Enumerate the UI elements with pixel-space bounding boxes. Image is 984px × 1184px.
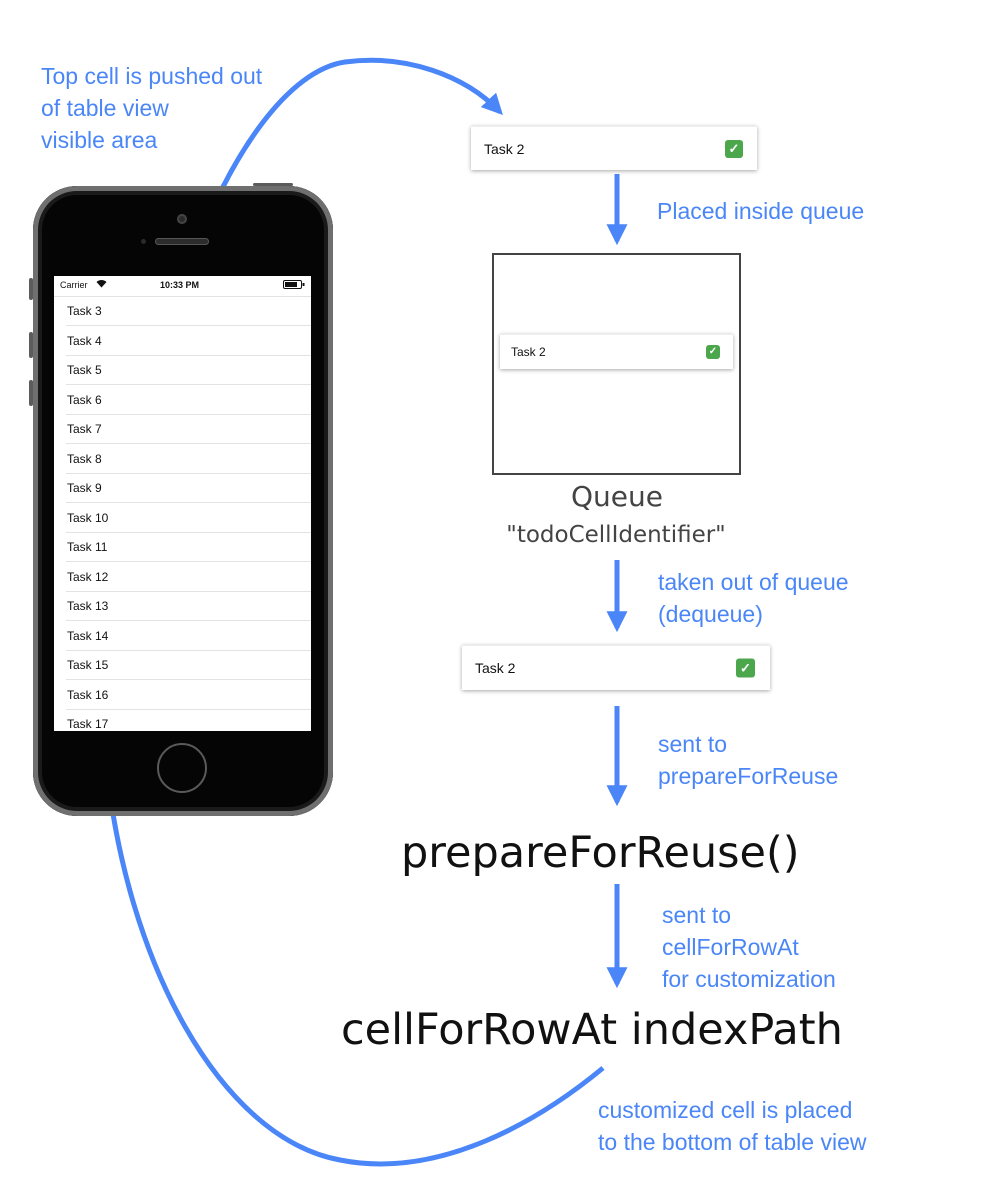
note-placed-inside-queue: Placed inside queue bbox=[657, 198, 865, 224]
speaker-dot bbox=[141, 239, 146, 244]
phone-screen: Carrier 10:33 PM Task 3 Task 4 Task 5 Ta… bbox=[54, 276, 311, 731]
status-carrier: Carrier bbox=[60, 280, 88, 290]
note-line: sent to bbox=[658, 731, 728, 757]
note-line: taken out of queue bbox=[658, 569, 849, 595]
note-line: customized cell is placed bbox=[598, 1097, 853, 1123]
table-row[interactable]: Task 13 bbox=[66, 592, 311, 621]
table-row[interactable]: Task 10 bbox=[66, 504, 311, 533]
note-taken-out-of-queue: taken out of queue (dequeue) bbox=[658, 566, 849, 630]
checkmark-icon: ✓ bbox=[736, 658, 755, 678]
table-row[interactable]: Task 7 bbox=[66, 415, 311, 444]
table-row[interactable]: Task 12 bbox=[66, 563, 311, 592]
note-sent-to-cellfor: sent to cellForRowAt for customization bbox=[662, 899, 836, 995]
task-cell-in-queue: Task 2 ✓ bbox=[500, 334, 733, 369]
note-line: (dequeue) bbox=[658, 601, 763, 627]
battery-icon bbox=[283, 280, 305, 289]
note-sent-to-prepare: sent to prepareForReuse bbox=[658, 728, 838, 792]
table-row[interactable]: Task 5 bbox=[66, 356, 311, 385]
note-line: to the bottom of table view bbox=[598, 1129, 867, 1155]
checkmark-icon: ✓ bbox=[725, 139, 743, 158]
front-camera bbox=[177, 214, 187, 224]
power-button bbox=[253, 183, 293, 186]
cell-label: Task 2 bbox=[511, 345, 546, 359]
table-row[interactable]: Task 14 bbox=[66, 622, 311, 651]
status-time: 10:33 PM bbox=[160, 280, 200, 290]
cell-label: Task 2 bbox=[475, 660, 516, 676]
queue-identifier: "todoCellIdentifier" bbox=[506, 522, 726, 548]
table-row[interactable]: Task 8 bbox=[66, 445, 311, 474]
queue-title: Queue bbox=[571, 480, 663, 513]
table-row[interactable]: Task 15 bbox=[66, 651, 311, 680]
note-line: visible area bbox=[41, 127, 158, 153]
volume-down-button bbox=[29, 380, 33, 406]
checkmark-icon: ✓ bbox=[706, 345, 720, 359]
table-row[interactable]: Task 11 bbox=[66, 533, 311, 562]
task-cell-dequeued: Task 2 ✓ bbox=[462, 645, 770, 690]
note-line: sent to bbox=[662, 902, 732, 928]
volume-up-button bbox=[29, 332, 33, 358]
earpiece-speaker bbox=[155, 238, 209, 245]
note-customized-cell-placed: customized cell is placed to the bottom … bbox=[598, 1094, 867, 1158]
note-line: of table view bbox=[41, 95, 169, 121]
curved-arrow-to-top-cell bbox=[185, 57, 503, 271]
iphone-device: Carrier 10:33 PM Task 3 Task 4 Task 5 Ta… bbox=[29, 183, 333, 816]
table-row[interactable]: Task 3 bbox=[66, 297, 311, 326]
home-button[interactable] bbox=[157, 743, 207, 793]
note-top-cell-pushed: Top cell is pushed out of table view vis… bbox=[41, 60, 262, 156]
mute-switch bbox=[29, 278, 33, 300]
table-row[interactable]: Task 16 bbox=[66, 681, 311, 710]
task-cell-top: Task 2 ✓ bbox=[471, 126, 757, 170]
note-line: for customization bbox=[662, 966, 836, 992]
note-line: Top cell is pushed out bbox=[41, 63, 263, 89]
queue-box bbox=[492, 253, 741, 475]
method-cell-for-row-at: cellForRowAt indexPath bbox=[341, 1005, 843, 1055]
curved-return-arrow bbox=[97, 755, 605, 1167]
method-prepare-for-reuse: prepareForReuse() bbox=[401, 828, 800, 878]
table-row[interactable]: Task 4 bbox=[66, 327, 311, 356]
cell-label: Task 2 bbox=[484, 140, 525, 157]
table-row[interactable]: Task 9 bbox=[66, 474, 311, 503]
table-row[interactable]: Task 6 bbox=[66, 386, 311, 415]
status-bar: Carrier 10:33 PM bbox=[54, 276, 311, 293]
wifi-icon bbox=[96, 279, 107, 288]
table-row[interactable]: Task 17 bbox=[66, 710, 311, 731]
note-line: prepareForReuse bbox=[658, 763, 839, 789]
note-line: cellForRowAt bbox=[662, 934, 799, 960]
table-top-divider bbox=[54, 296, 311, 297]
